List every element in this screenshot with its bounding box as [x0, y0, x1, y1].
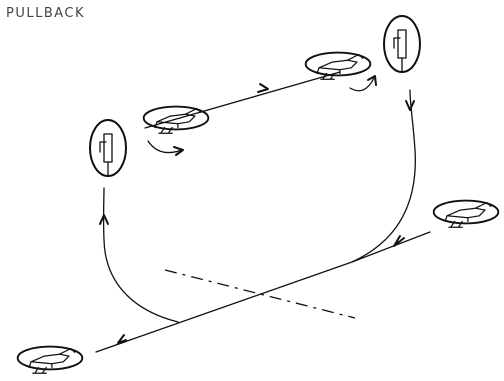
climb-loop-path — [351, 89, 416, 263]
reference-line — [164, 269, 356, 319]
helicopter-icon — [89, 119, 127, 177]
arrow-icon — [173, 146, 184, 156]
arrow-icon — [405, 100, 415, 111]
arrow-icon — [393, 235, 405, 247]
top-flight-path — [144, 71, 341, 129]
turn-arrow-right — [349, 77, 375, 92]
arrow-icon — [99, 214, 109, 225]
helicopter-icon — [142, 105, 210, 135]
arrow-icon — [117, 334, 127, 344]
entry-flight-path — [95, 231, 431, 353]
helicopter-icon — [304, 51, 372, 81]
left-loop-path — [102, 187, 179, 323]
arrow-icon — [257, 83, 269, 93]
helicopter-icon — [16, 345, 84, 375]
figure-title: PULLBACK — [6, 6, 86, 21]
arrow-icon — [367, 75, 377, 86]
helicopter-icon — [383, 15, 421, 73]
turn-arrow-left — [147, 140, 183, 154]
helicopter-icon — [432, 199, 500, 229]
